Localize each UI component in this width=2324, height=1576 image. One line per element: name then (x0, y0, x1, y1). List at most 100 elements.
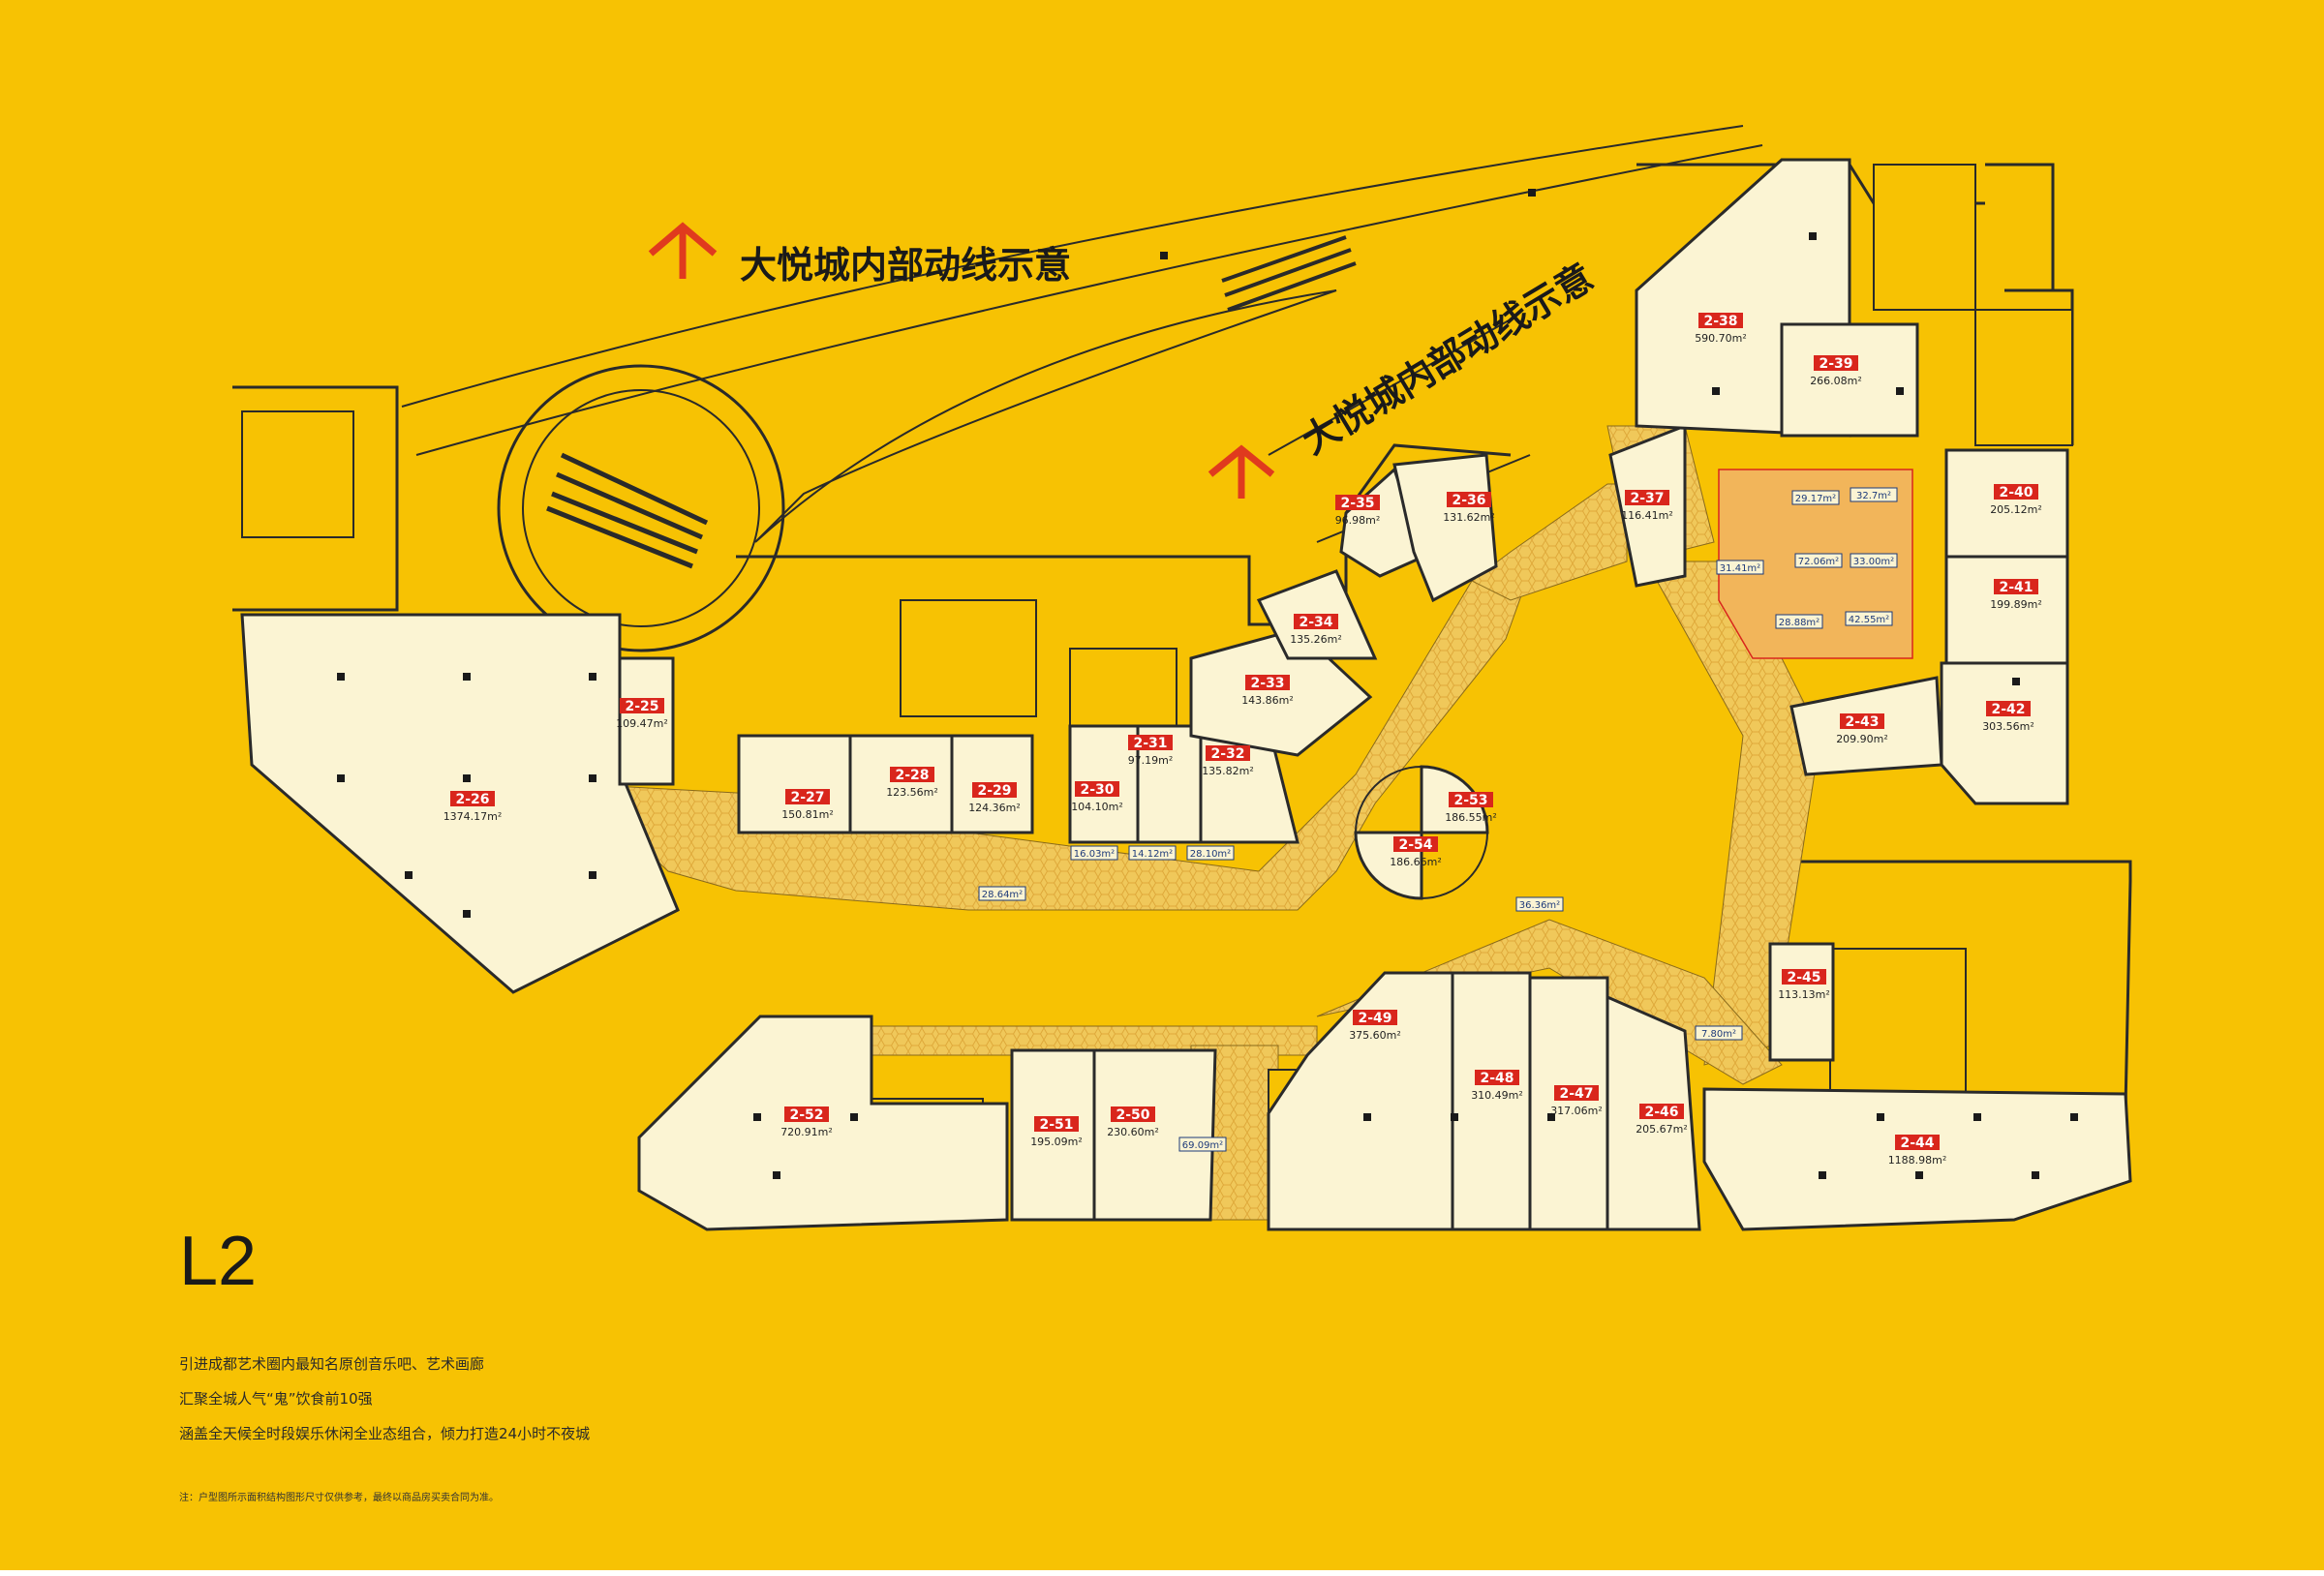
kiosk-label-box (1845, 611, 1893, 626)
unit-id-badge (785, 789, 830, 804)
retail-units (240, 158, 2132, 1231)
kiosk-area: 29.17m² (1795, 494, 1836, 504)
unit-shape-2-27 (737, 734, 852, 834)
unit-id-badge (1447, 492, 1491, 507)
unit-id: 2-40 (1999, 485, 2033, 500)
unit-id: 2-36 (1452, 493, 1485, 508)
unit-area: 195.09m² (1030, 1136, 1083, 1148)
unit-id: 2-45 (1787, 970, 1820, 985)
unit-label-2-33: 2-33 143.86m² (1241, 675, 1294, 707)
unit-area: 135.26m² (1290, 633, 1342, 646)
unit-id-badge (450, 791, 495, 806)
unit-shape-2-49 (1267, 971, 1454, 1231)
unit-id: 2-50 (1116, 1107, 1149, 1123)
unit-area: 230.60m² (1107, 1126, 1159, 1138)
unit-id: 2-33 (1250, 676, 1284, 691)
unit-shape-2-36 (1392, 453, 1498, 603)
kiosk-label-box (1178, 1137, 1227, 1152)
unit-id-badge (1075, 781, 1119, 797)
unit-id: 2-37 (1630, 491, 1664, 506)
kiosk-area: 36.36m² (1519, 900, 1560, 911)
unit-shape-2-45 (1768, 942, 1835, 1062)
unit-shape-2-48 (1451, 971, 1532, 1231)
unit-id: 2-25 (625, 699, 658, 714)
unit-area: 310.49m² (1471, 1089, 1523, 1102)
unit-id: 2-43 (1845, 714, 1879, 730)
unit-area: 317.06m² (1550, 1105, 1603, 1117)
bottom-strip (0, 1570, 2324, 1576)
unit-id-badge (620, 698, 664, 713)
unit-id-badge (1393, 836, 1438, 852)
unit-id-badge (1895, 1135, 1940, 1150)
unit-area: 143.86m² (1241, 694, 1294, 707)
unit-area: 266.08m² (1810, 375, 1862, 387)
unit-area: 199.89m² (1990, 598, 2042, 611)
kiosk-area: 69.09m² (1182, 1140, 1223, 1151)
kiosk-area: 42.55m² (1849, 615, 1889, 625)
unit-id-badge (1449, 792, 1493, 807)
unit-id: 2-35 (1340, 496, 1374, 511)
feature-line-3: 涵盖全天候全时段娱乐休闲全业态组合，倾力打造24小时不夜城 (179, 1425, 591, 1442)
kiosk-label-box (1070, 845, 1118, 861)
unit-id-badge (1554, 1085, 1599, 1101)
feature-line-2: 汇聚全城人气“鬼”饮食前10强 (179, 1390, 373, 1408)
unit-label-2-27: 2-27 150.81m² (781, 789, 834, 821)
kiosk-area: 28.10m² (1190, 849, 1231, 860)
unit-id: 2-42 (1991, 702, 2025, 717)
unit-id-badge (972, 782, 1017, 798)
flow-annotation-diagonal: 大悦城内部动线示意 (1295, 256, 1601, 463)
unit-id: 2-41 (1999, 580, 2033, 595)
unit-area: 186.55m² (1445, 811, 1497, 824)
unit-id: 2-48 (1480, 1071, 1514, 1086)
unit-shape-2-37 (1608, 423, 1687, 588)
unit-id-badge (1353, 1010, 1397, 1025)
unit-id-badge (1206, 745, 1250, 761)
unit-label-2-50: 2-50 230.60m² (1107, 1106, 1159, 1138)
unit-id-badge (1994, 484, 2038, 500)
kiosk-area: 32.7m² (1856, 491, 1891, 501)
unit-area: 109.47m² (616, 717, 668, 730)
kiosk-label-box (978, 886, 1026, 901)
unit-id-badge (890, 767, 934, 782)
unit-area: 209.90m² (1836, 733, 1888, 745)
unit-id-badge (1475, 1070, 1519, 1085)
feature-line-1: 引进成都艺术圈内最知名原创音乐吧、艺术画廊 (179, 1355, 485, 1373)
unit-id: 2-30 (1080, 782, 1114, 798)
unit-area: 124.36m² (968, 802, 1021, 814)
unit-area: 135.82m² (1202, 765, 1254, 777)
unit-label-2-51: 2-51 195.09m² (1030, 1116, 1083, 1148)
unit-id: 2-34 (1299, 615, 1332, 630)
unit-id-badge (784, 1106, 829, 1122)
unit-id: 2-44 (1900, 1136, 1934, 1151)
unit-label-2-44: 2-44 1188.98m² (1888, 1135, 1947, 1167)
kiosk-area: 14.12m² (1132, 849, 1173, 860)
unit-id: 2-27 (790, 790, 824, 805)
unit-id: 2-31 (1133, 736, 1167, 751)
unit-area: 1188.98m² (1888, 1154, 1947, 1167)
unit-area: 720.91m² (780, 1126, 833, 1138)
unit-id-badge (1294, 614, 1338, 629)
unit-id: 2-38 (1703, 314, 1737, 329)
kiosk-area: 16.03m² (1074, 849, 1115, 860)
unit-id-badge (1986, 701, 2031, 716)
unit-area: 150.81m² (781, 808, 834, 821)
unit-id: 2-54 (1398, 837, 1432, 853)
unit-id-badge (1840, 713, 1884, 729)
unit-id-badge (1625, 490, 1669, 505)
escalator-top (1221, 235, 1357, 312)
unit-id: 2-39 (1819, 356, 1852, 372)
unit-id: 2-51 (1039, 1117, 1073, 1133)
unit-id-badge (1782, 969, 1826, 985)
unit-id: 2-29 (977, 783, 1011, 799)
unit-id-badge (1335, 495, 1380, 510)
flow-annotation-horizontal: 大悦城内部动线示意 (740, 244, 1071, 287)
unit-id-badge (1245, 675, 1290, 690)
